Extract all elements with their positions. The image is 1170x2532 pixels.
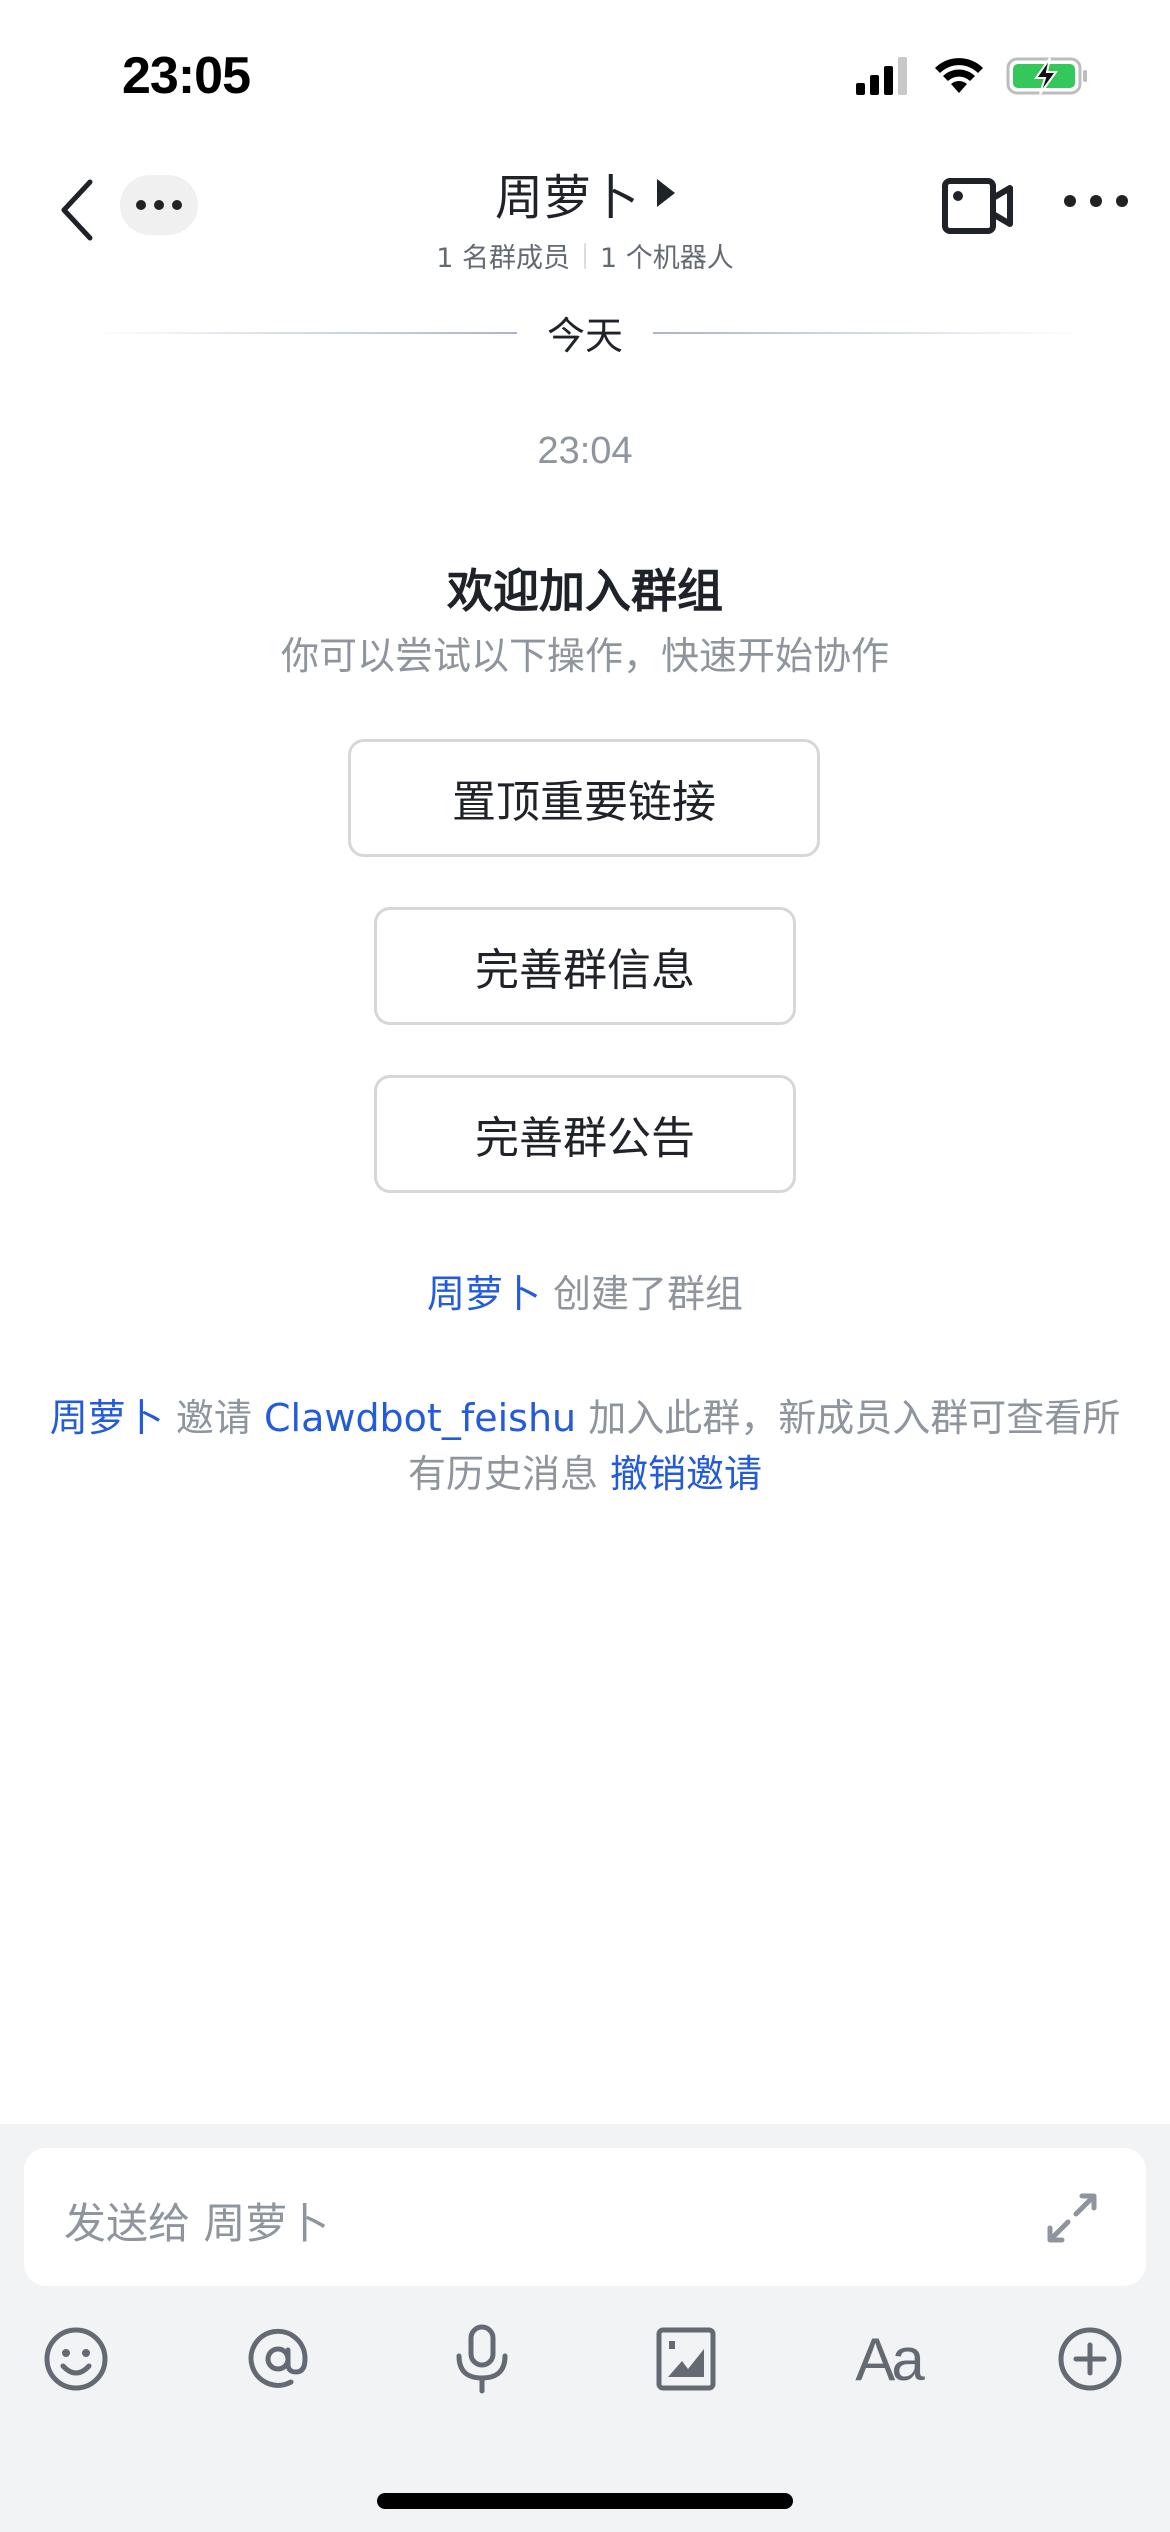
chat-title-area[interactable]: 周萝卜 1 名群成员 1 个机器人: [0, 158, 1170, 275]
system-text: 加入此群，新成员入群可查看所有历史消息: [407, 1396, 1121, 1496]
battery-charging-icon: [1006, 57, 1087, 95]
message-timestamp: 23:04: [537, 430, 633, 472]
mention-icon: [248, 2328, 308, 2388]
divider: [584, 242, 586, 269]
chat-title[interactable]: 周萝卜: [495, 158, 675, 228]
revoke-invite-link[interactable]: 撤销邀请: [610, 1452, 763, 1496]
ellipsis-icon: [1064, 195, 1076, 207]
message-input-placeholder: 发送给 周萝卜: [64, 2199, 330, 2248]
status-icons: [856, 56, 1090, 96]
user-link[interactable]: 周萝卜: [49, 1396, 164, 1440]
image-button[interactable]: [646, 2319, 726, 2399]
date-divider: 今天: [90, 305, 1081, 360]
caret-right-icon: [657, 179, 675, 207]
emoji-button[interactable]: [36, 2319, 116, 2399]
chat-subtitle: 1 名群成员 1 个机器人: [0, 236, 1170, 275]
microphone-icon: [456, 2324, 508, 2394]
expand-arrows-icon[interactable]: [1042, 2188, 1102, 2248]
composer-toolbar: Aa: [0, 2319, 1170, 2409]
home-indicator[interactable]: [377, 2493, 793, 2509]
system-message-invite: 周萝卜 邀请 Clawdbot_feishu 加入此群，新成员入群可查看所有历史…: [40, 1390, 1130, 1502]
message-input[interactable]: 发送给 周萝卜: [24, 2148, 1146, 2286]
add-circle-icon: [1058, 2327, 1122, 2391]
video-call-button[interactable]: [942, 178, 1016, 234]
welcome-title: 欢迎加入群组: [447, 564, 723, 618]
text-format-icon: Aa: [855, 2325, 924, 2393]
chat-header: 周萝卜 1 名群成员 1 个机器人: [0, 140, 1170, 274]
chevron-left-icon: [61, 179, 93, 241]
ellipsis-icon: [136, 200, 146, 210]
more-chats-button[interactable]: [120, 175, 198, 235]
image-icon: [656, 2327, 716, 2391]
chat-settings-button[interactable]: [1064, 195, 1128, 207]
system-text: 创建了群组: [553, 1272, 744, 1316]
system-text: 邀请: [175, 1396, 252, 1440]
member-count: 1 名群成员: [436, 243, 570, 274]
welcome-subtitle: 你可以尝试以下操作，快速开始协作: [280, 634, 889, 678]
cellular-signal-icon: [856, 57, 907, 95]
system-message-created: 周萝卜 创建了群组: [0, 1266, 1170, 1322]
more-actions-button[interactable]: [1050, 2319, 1130, 2399]
emoji-icon: [44, 2327, 108, 2391]
status-time: 23:05: [122, 47, 251, 105]
date-label: 今天: [547, 314, 624, 358]
status-bar: 23:05: [0, 0, 1170, 140]
wifi-icon: [935, 58, 983, 93]
message-composer: 发送给 周萝卜: [0, 2124, 1170, 2532]
voice-button[interactable]: [442, 2319, 522, 2399]
pin-links-button[interactable]: 置顶重要链接: [348, 739, 820, 857]
edit-group-announcement-button[interactable]: 完善群公告: [374, 1075, 796, 1193]
chat-title-text: 周萝卜: [494, 170, 639, 226]
user-link[interactable]: 周萝卜: [426, 1272, 541, 1316]
edit-group-info-button[interactable]: 完善群信息: [374, 907, 796, 1025]
back-button[interactable]: [58, 172, 108, 248]
text-format-button[interactable]: Aa: [848, 2319, 928, 2399]
bot-count: 1 个机器人: [600, 243, 734, 274]
mention-button[interactable]: [238, 2319, 318, 2399]
bot-link[interactable]: Clawdbot_feishu: [263, 1396, 577, 1440]
video-camera-icon: [942, 178, 1013, 234]
